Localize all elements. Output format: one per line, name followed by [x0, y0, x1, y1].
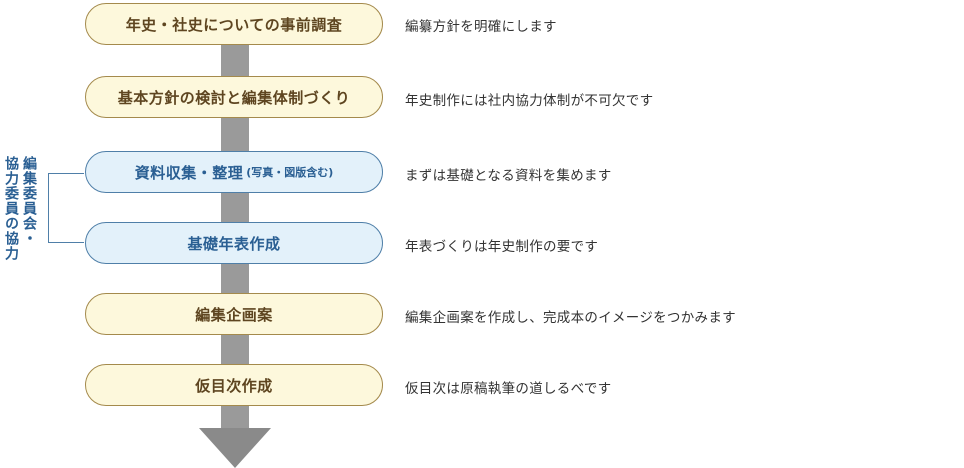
step-policy-and-system: 基本方針の検討と編集体制づくり	[85, 76, 383, 118]
step-description: 仮目次は原稿執筆の道しるべです	[405, 381, 612, 397]
step-description: 編纂方針を明確にします	[405, 19, 557, 35]
step-material-collection: 資料収集・整理 (写真・図版含む)	[85, 151, 383, 193]
step-description: 編集企画案を作成し、完成本のイメージをつかみます	[405, 310, 736, 326]
step-label: 基本方針の検討と編集体制づくり	[117, 88, 351, 107]
step-label: 基礎年表作成	[187, 234, 281, 253]
committee-label-line1: 編集委員会・	[21, 156, 37, 246]
step-draft-contents: 仮目次作成	[85, 364, 383, 406]
step-label: 編集企画案	[195, 305, 273, 324]
step-basic-chronology: 基礎年表作成	[85, 222, 383, 264]
flow-arrow-head	[199, 428, 271, 468]
step-description: 年表づくりは年史制作の要です	[405, 239, 599, 255]
step-label: 年史・社史についての事前調査	[125, 15, 343, 34]
step-label: 仮目次作成	[195, 376, 273, 395]
step-note: (写真・図版含む)	[246, 166, 334, 179]
committee-bracket	[48, 173, 84, 243]
step-preliminary-survey: 年史・社史についての事前調査	[85, 3, 383, 45]
step-editorial-plan: 編集企画案	[85, 293, 383, 335]
committee-label-line2: 協力委員の協力	[3, 156, 19, 261]
step-description: まずは基礎となる資料を集めます	[405, 168, 612, 184]
step-description: 年史制作には社内協力体制が不可欠です	[405, 93, 654, 109]
step-label: 資料収集・整理	[134, 163, 244, 182]
